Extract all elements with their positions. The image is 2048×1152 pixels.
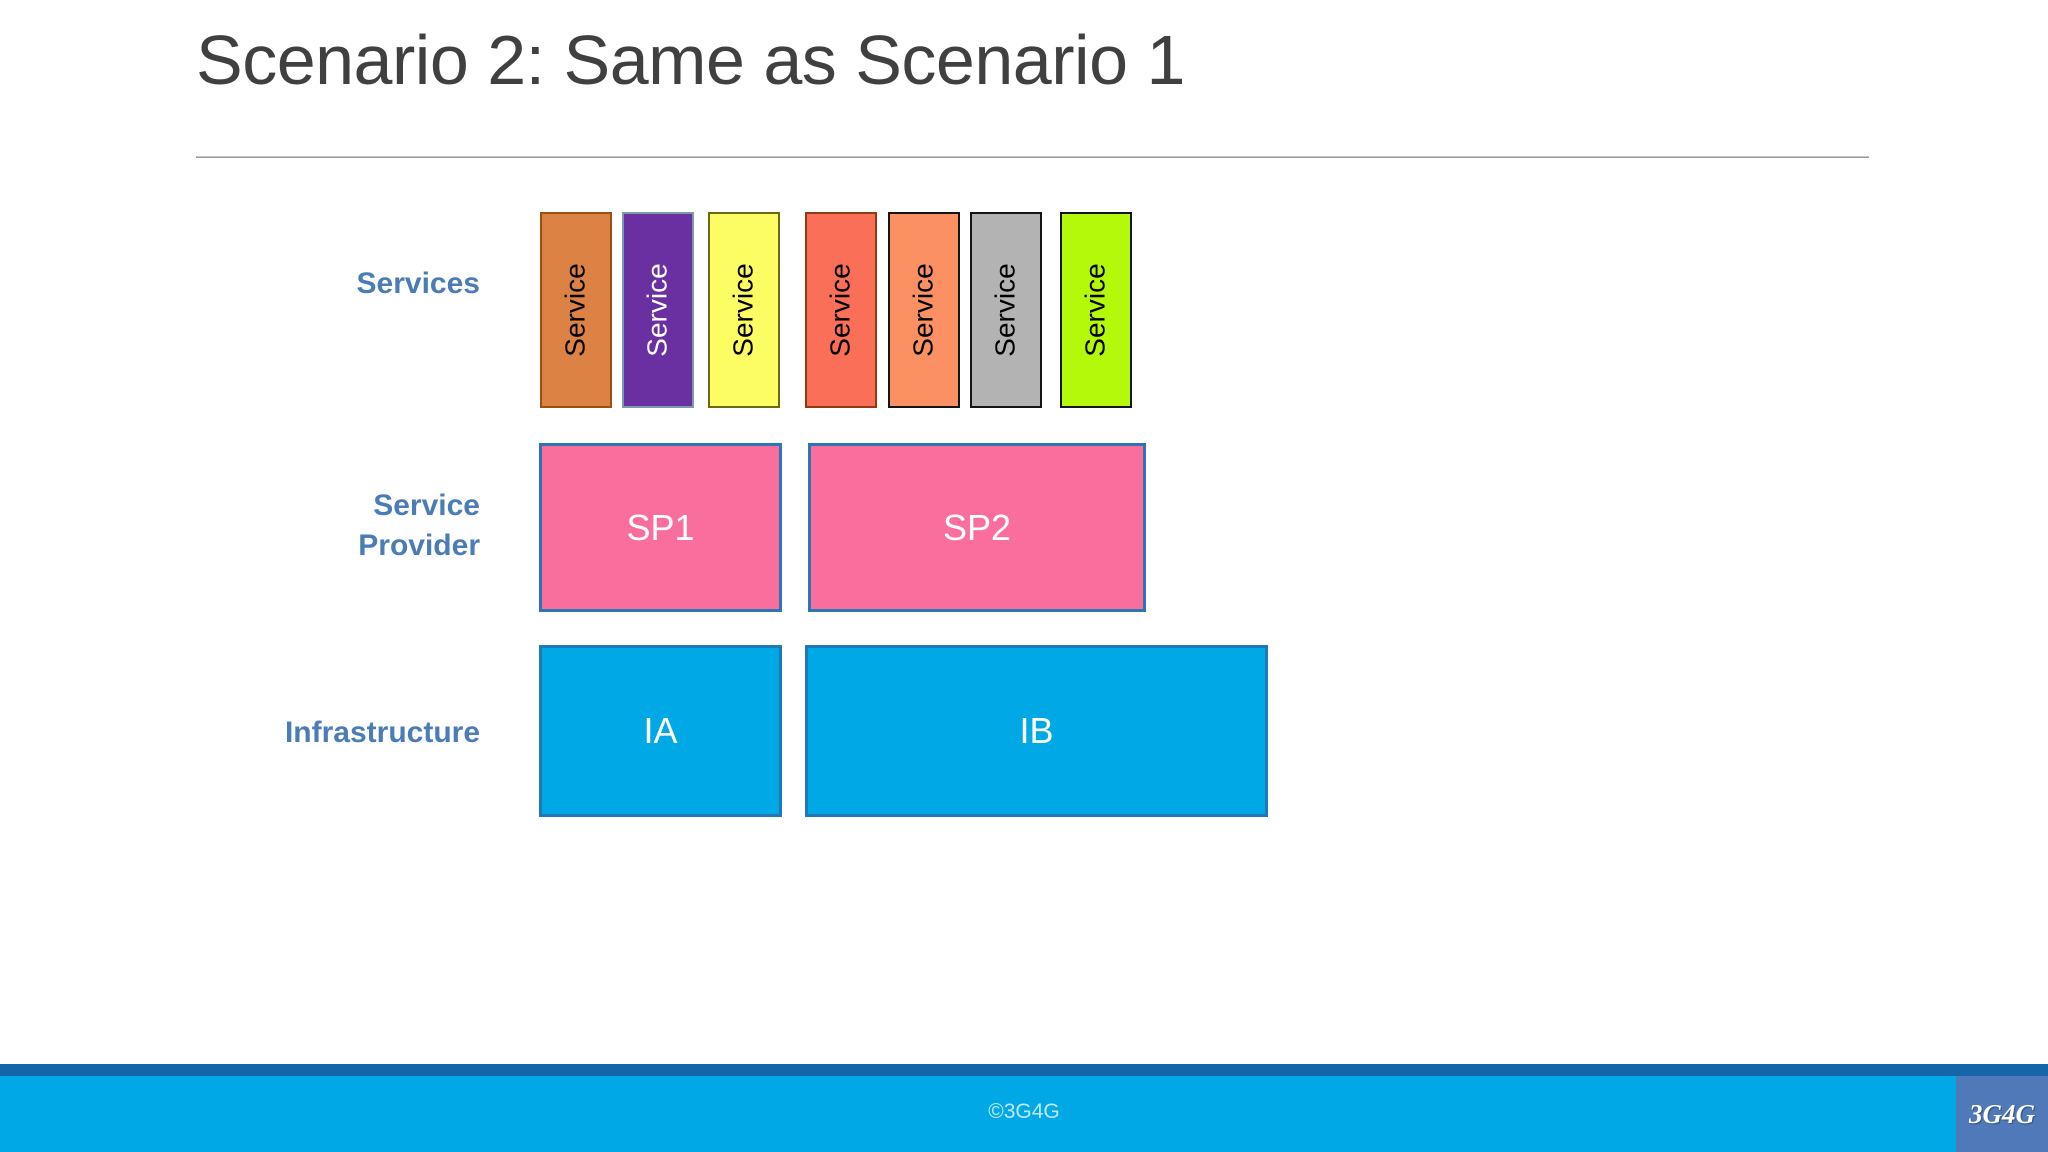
brand-logo-label: 3G4G xyxy=(1969,1098,2035,1129)
service-box-2-label: Service xyxy=(642,263,673,357)
infrastructure-box-ib[interactable]: IB xyxy=(805,645,1268,817)
footer-accent-strip xyxy=(0,1064,2048,1076)
row-label-service-provider-line2: Provider xyxy=(358,528,480,562)
service-box-4-label: Service xyxy=(825,263,856,357)
service-box-6-label: Service xyxy=(990,263,1021,357)
service-box-3-label: Service xyxy=(728,263,759,357)
service-provider-box-sp1-label: SP1 xyxy=(626,506,695,548)
title-divider xyxy=(196,156,1869,158)
service-box-5-label: Service xyxy=(908,263,939,357)
infrastructure-box-ib-label: IB xyxy=(1019,710,1054,751)
page-title: Scenario 2: Same as Scenario 1 xyxy=(196,21,1185,99)
row-label-service-provider: Service Provider xyxy=(180,486,480,565)
service-box-1-label: Service xyxy=(560,263,591,357)
service-provider-box-sp1[interactable]: SP1 xyxy=(539,443,782,612)
footer-bar xyxy=(0,1076,2048,1152)
infrastructure-box-ia-label: IA xyxy=(643,710,678,751)
service-box-6[interactable]: Service xyxy=(970,212,1042,408)
service-box-7-label: Service xyxy=(1080,263,1111,357)
service-box-1[interactable]: Service xyxy=(540,212,612,408)
service-box-2[interactable]: Service xyxy=(622,212,694,408)
service-provider-box-sp2-label: SP2 xyxy=(942,506,1012,548)
footer-copyright: ©3G4G xyxy=(988,1100,1060,1123)
service-provider-box-sp2[interactable]: SP2 xyxy=(808,443,1146,612)
brand-logo: 3G4G xyxy=(1956,1076,2048,1152)
row-label-service-provider-line1: Service xyxy=(373,489,480,522)
service-box-3[interactable]: Service xyxy=(708,212,780,408)
service-box-4[interactable]: Service xyxy=(805,212,877,408)
service-box-7[interactable]: Service xyxy=(1060,212,1132,408)
row-label-infrastructure: Infrastructure xyxy=(284,716,480,749)
service-box-5[interactable]: Service xyxy=(888,212,960,408)
infrastructure-box-ia[interactable]: IA xyxy=(539,645,782,817)
row-label-services: Services xyxy=(356,267,480,300)
